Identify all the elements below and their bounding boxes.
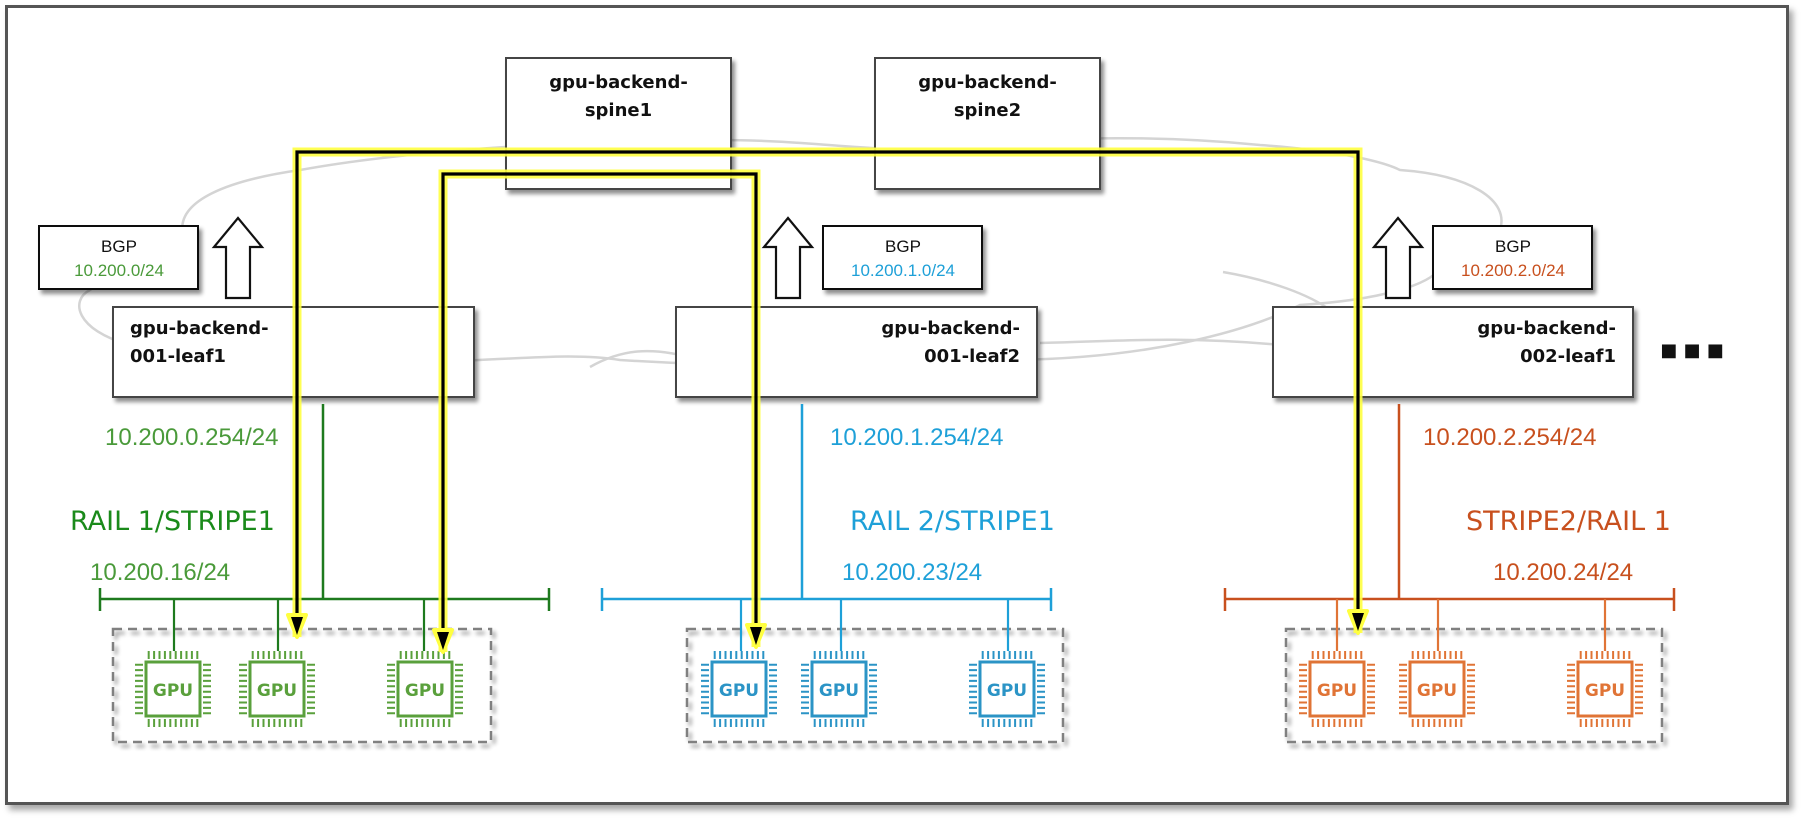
bgp-prefix: 10.200.0/24 — [74, 261, 164, 280]
spine-label: spine2 — [954, 100, 1021, 121]
gpu-chip[interactable]: GPU — [1399, 651, 1475, 727]
gpu-label: GPU — [1317, 681, 1357, 701]
gpu-chip-icon — [248, 660, 306, 718]
rail-name: STRIPE2/RAIL 1 — [1466, 506, 1671, 537]
spine-label: gpu-backend- — [549, 72, 688, 93]
cloud-inner-arc — [1222, 270, 1331, 312]
path-line — [441, 172, 758, 652]
gpu-server-group — [1284, 627, 1664, 744]
gpu-label: GPU — [1417, 681, 1457, 701]
gateway-address: 10.200.0.254/24 — [105, 424, 279, 451]
gpu-pins-icon — [239, 651, 315, 727]
leaf-box[interactable] — [675, 306, 1038, 398]
leaf-label: gpu-backend- — [881, 318, 1020, 339]
gpu-pins-icon — [801, 651, 877, 727]
gpu-chip[interactable]: GPU — [1567, 651, 1643, 727]
cloud-inner-arc — [1039, 338, 1281, 347]
bgp-title: BGP — [885, 237, 921, 256]
gpu-pins-icon — [135, 651, 211, 727]
gpu-chip-icon — [1408, 660, 1466, 718]
gpu-chip-icon — [1308, 660, 1366, 718]
arrow-down-icon — [437, 632, 449, 650]
rail-subnet: 10.200.24/24 — [1493, 559, 1633, 586]
gpu-chip-icon — [144, 660, 202, 718]
gpu-pins-icon — [969, 651, 1045, 727]
gpu-chip-icon — [710, 660, 768, 718]
leaf-switch-3[interactable] — [1272, 306, 1634, 398]
gpu-label: GPU — [987, 681, 1027, 701]
gpu-label: GPU — [819, 681, 859, 701]
bgp-advertise-arrow-icon — [1371, 216, 1425, 300]
arrow-down-icon — [1352, 613, 1364, 631]
gpu-pins-icon — [1399, 651, 1475, 727]
path-line — [295, 150, 1360, 637]
gpu-chip-icon — [978, 660, 1036, 718]
bgp-title: BGP — [1495, 237, 1531, 256]
rail-subnet: 10.200.23/24 — [842, 559, 982, 586]
bgp-advertise-arrow-icon — [211, 216, 265, 300]
gpu-pins-icon — [701, 651, 777, 727]
bgp-box — [1432, 225, 1593, 290]
gpu-chip[interactable]: GPU — [801, 651, 877, 727]
spine-label: gpu-backend- — [918, 72, 1057, 93]
gpu-chip[interactable]: GPU — [387, 651, 463, 727]
bgp-advertisement-3 — [1432, 225, 1593, 290]
rail-name: RAIL 1/STRIPE1 — [70, 506, 275, 537]
rail-segment-3: GPU GPU GPU — [1223, 404, 1676, 744]
rail-name: RAIL 2/STRIPE1 — [850, 506, 1055, 537]
rail-subnet: 10.200.16/24 — [90, 559, 230, 586]
arrow-down-icon — [750, 627, 762, 645]
gpu-chip[interactable]: GPU — [239, 651, 315, 727]
gpu-pins-icon — [1299, 651, 1375, 727]
more-leaves-indicator: ■ ■ ■ — [1660, 340, 1724, 361]
bgp-advertisement-1 — [38, 225, 199, 290]
spine-box[interactable] — [874, 57, 1101, 190]
gpu-chip-icon — [1576, 660, 1634, 718]
bgp-box — [38, 225, 199, 290]
bgp-title: BGP — [101, 237, 137, 256]
leaf-label: 002-leaf1 — [1520, 346, 1616, 367]
gpu-label: GPU — [405, 681, 445, 701]
gpu-pins-icon — [1567, 651, 1643, 727]
leaf-label: 001-leaf1 — [130, 346, 226, 367]
arrow-down-icon — [291, 617, 303, 635]
gateway-address: 10.200.2.254/24 — [1423, 424, 1597, 451]
gpu-chip[interactable]: GPU — [701, 651, 777, 727]
spine-label: spine1 — [585, 100, 652, 121]
gpu-chip[interactable]: GPU — [969, 651, 1045, 727]
gpu-chip[interactable]: GPU — [135, 651, 211, 727]
gpu-label: GPU — [719, 681, 759, 701]
leaf-label: gpu-backend- — [1477, 318, 1616, 339]
spine-box[interactable] — [505, 57, 732, 190]
gpu-label: GPU — [153, 681, 193, 701]
bgp-prefix: 10.200.2.0/24 — [1461, 261, 1565, 280]
leaf-label: 001-leaf2 — [924, 346, 1020, 367]
bgp-box — [822, 225, 983, 290]
leaf-box[interactable] — [1272, 306, 1634, 398]
rail-segment-1: GPU GPU GPU — [98, 404, 551, 744]
leaf-label: gpu-backend- — [130, 318, 269, 339]
bgp-advertise-arrow-icon — [761, 216, 815, 300]
gpu-server-group — [685, 627, 1065, 744]
leaf-switch-2[interactable] — [675, 306, 1038, 398]
spine-switch-2[interactable] — [874, 57, 1101, 190]
rail-segment-2: GPU GPU GPU — [600, 404, 1065, 744]
bgp-advertisement-2 — [822, 225, 983, 290]
gpu-label: GPU — [257, 681, 297, 701]
path-glow — [438, 169, 761, 652]
gpu-chip[interactable]: GPU — [1299, 651, 1375, 727]
path-via-spine2 — [286, 147, 1369, 639]
gpu-chip-icon — [810, 660, 868, 718]
gpu-pins-icon — [387, 651, 463, 727]
gpu-label: GPU — [1585, 681, 1625, 701]
gateway-address: 10.200.1.254/24 — [830, 424, 1004, 451]
spine-switch-1[interactable] — [505, 57, 732, 190]
bgp-prefix: 10.200.1.0/24 — [851, 261, 955, 280]
path-via-spine1 — [432, 169, 767, 654]
gpu-chip-icon — [396, 660, 454, 718]
